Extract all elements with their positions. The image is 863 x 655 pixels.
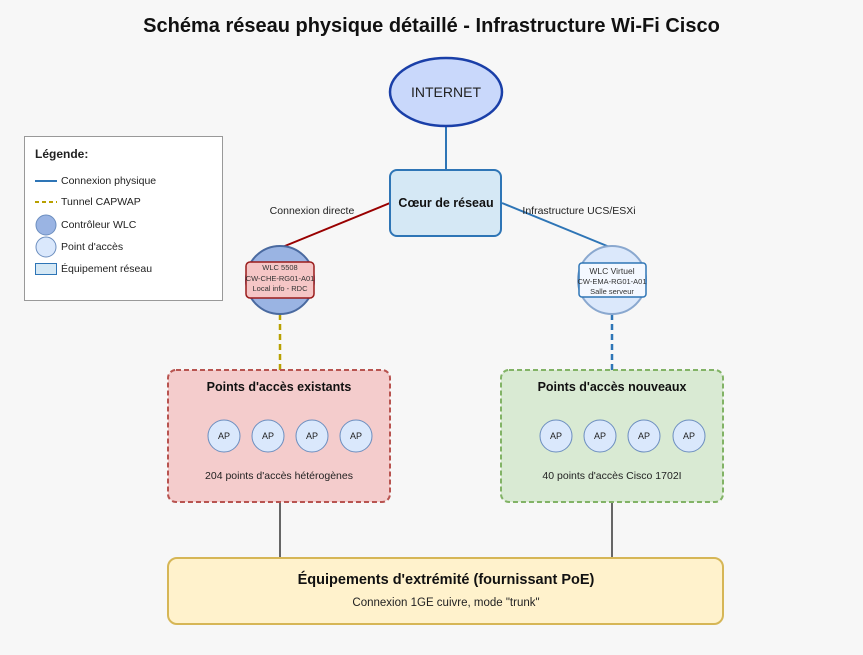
ap-group-left-title: Points d'accès existants	[206, 380, 352, 394]
ap-right-2	[583, 419, 617, 453]
legend-title: Légende:	[35, 147, 89, 161]
diagram-title: Schéma réseau physique détaillé - Infras…	[143, 15, 720, 37]
legend-item-physical-link: Connexion physique	[61, 175, 157, 187]
ap-group-left-caption: 204 points d'accès hétérogènes	[205, 470, 353, 482]
ap-left-2	[251, 419, 285, 453]
ap-left-3-label: AP	[305, 431, 319, 441]
ap-left-2-label: AP	[261, 431, 275, 441]
legend-item-capwap: Tunnel CAPWAP	[61, 196, 141, 208]
rectangle-icon	[35, 263, 57, 275]
legend-item-wlc: Contrôleur WLC	[61, 219, 137, 231]
ap-group-right-caption: 40 points d'accès Cisco 1702I	[542, 470, 682, 482]
ap-right-4	[672, 419, 706, 453]
wlc-left-location: Local info - RDC	[252, 284, 308, 293]
wlc-right-location: Salle serveur	[590, 287, 634, 296]
ap-right-2-label: AP	[593, 431, 607, 441]
ap-right-1-label: AP	[549, 431, 563, 441]
wlc-left-model: WLC 5508	[262, 263, 298, 272]
ucs-link-label: Infrastructure UCS/ESXi	[522, 205, 636, 217]
ap-right-1	[539, 419, 573, 453]
ap-right-3	[627, 419, 661, 453]
legend-item-ap: Point d'accès	[61, 241, 124, 253]
link-core-wlc-left	[279, 202, 391, 249]
wlc-right-label: WLC Virtuel CW-EMA-RG01-A01 Salle serveu…	[577, 266, 646, 298]
wlc-right-model: WLC Virtuel	[589, 266, 635, 276]
endpoint-title: Équipements d'extrémité (fournissant PoE…	[297, 572, 595, 588]
solid-line-icon	[35, 180, 57, 182]
ap-left-3	[295, 419, 329, 453]
wlc-left-label-box	[245, 261, 315, 299]
internet-label: INTERNET	[411, 84, 481, 100]
ap-left-4	[339, 419, 373, 453]
wlc-right-hostname: CW-EMA-RG01-A01	[577, 276, 647, 286]
internet-node	[388, 56, 504, 128]
ap-right-4-label: AP	[682, 431, 696, 441]
ap-left-4-label: AP	[349, 431, 363, 441]
wlc-circle-icon	[35, 214, 57, 236]
dashed-line-icon	[35, 201, 57, 203]
legend-item-equipment: Équipement réseau	[61, 263, 153, 275]
ap-left-1-label: AP	[217, 431, 231, 441]
legend: Légende: Connexion physique Tunnel CAPWA…	[24, 136, 223, 301]
endpoint-subtitle: Connexion 1GE cuivre, mode "trunk"	[352, 597, 540, 609]
link-core-wlc-right	[501, 202, 613, 249]
ap-right-3-label: AP	[637, 431, 651, 441]
ap-circle-icon	[35, 236, 57, 258]
ap-group-right-title: Points d'accès nouveaux	[537, 380, 687, 394]
wlc-right-label-box	[578, 262, 647, 298]
core-network-label: Cœur de réseau	[398, 196, 494, 210]
wlc-left-hostname: CW-CHE-RG01-A01	[245, 273, 315, 283]
endpoint-box	[167, 557, 724, 625]
core-network-node	[389, 169, 502, 237]
wlc-left-label: WLC 5508 CW-CHE-RG01-A01 Local info - RD…	[246, 263, 315, 295]
direct-link-label: Connexion directe	[269, 205, 355, 217]
ap-left-1	[207, 419, 241, 453]
